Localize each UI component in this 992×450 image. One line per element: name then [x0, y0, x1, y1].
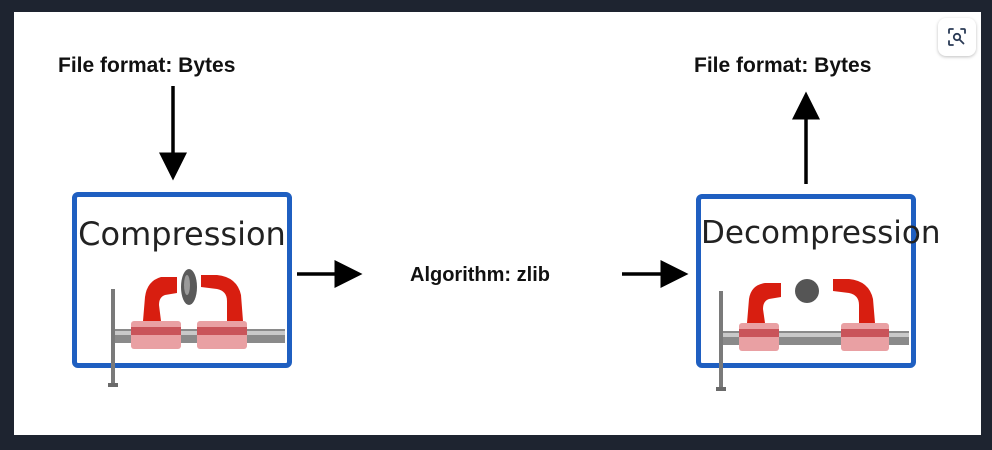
decompression-title: Decompression	[701, 215, 941, 251]
vise-open-icon	[716, 279, 909, 391]
lens-search-button[interactable]	[938, 18, 976, 56]
right-jaw-stripe	[197, 327, 247, 335]
right-red-jaw	[833, 279, 875, 323]
left-red-jaw	[143, 277, 177, 321]
lens-search-icon	[948, 28, 966, 46]
vise-handle-cap	[108, 383, 118, 387]
left-red-jaw	[747, 283, 781, 323]
right-red-jaw	[201, 275, 243, 321]
left-jaw-stripe	[131, 327, 181, 335]
released-data-object	[795, 279, 819, 303]
output-format-label: File format: Bytes	[694, 54, 872, 77]
vise-bar-highlight	[723, 333, 909, 337]
diagram-canvas: File format: Bytes File format: Bytes Al…	[14, 12, 981, 435]
left-jaw-stripe	[739, 329, 779, 337]
vise-clamp-icon	[108, 269, 285, 387]
decompression-box: Decompression	[696, 194, 941, 391]
right-jaw-stripe	[841, 329, 889, 337]
algorithm-label: Algorithm: zlib	[410, 264, 550, 286]
compression-box: Compression	[72, 192, 292, 387]
vise-handle-rod	[111, 289, 115, 385]
compression-title: Compression	[78, 215, 286, 253]
vise-handle-rod	[719, 291, 723, 389]
input-format-label: File format: Bytes	[58, 54, 236, 77]
vise-handle-cap	[716, 387, 726, 391]
